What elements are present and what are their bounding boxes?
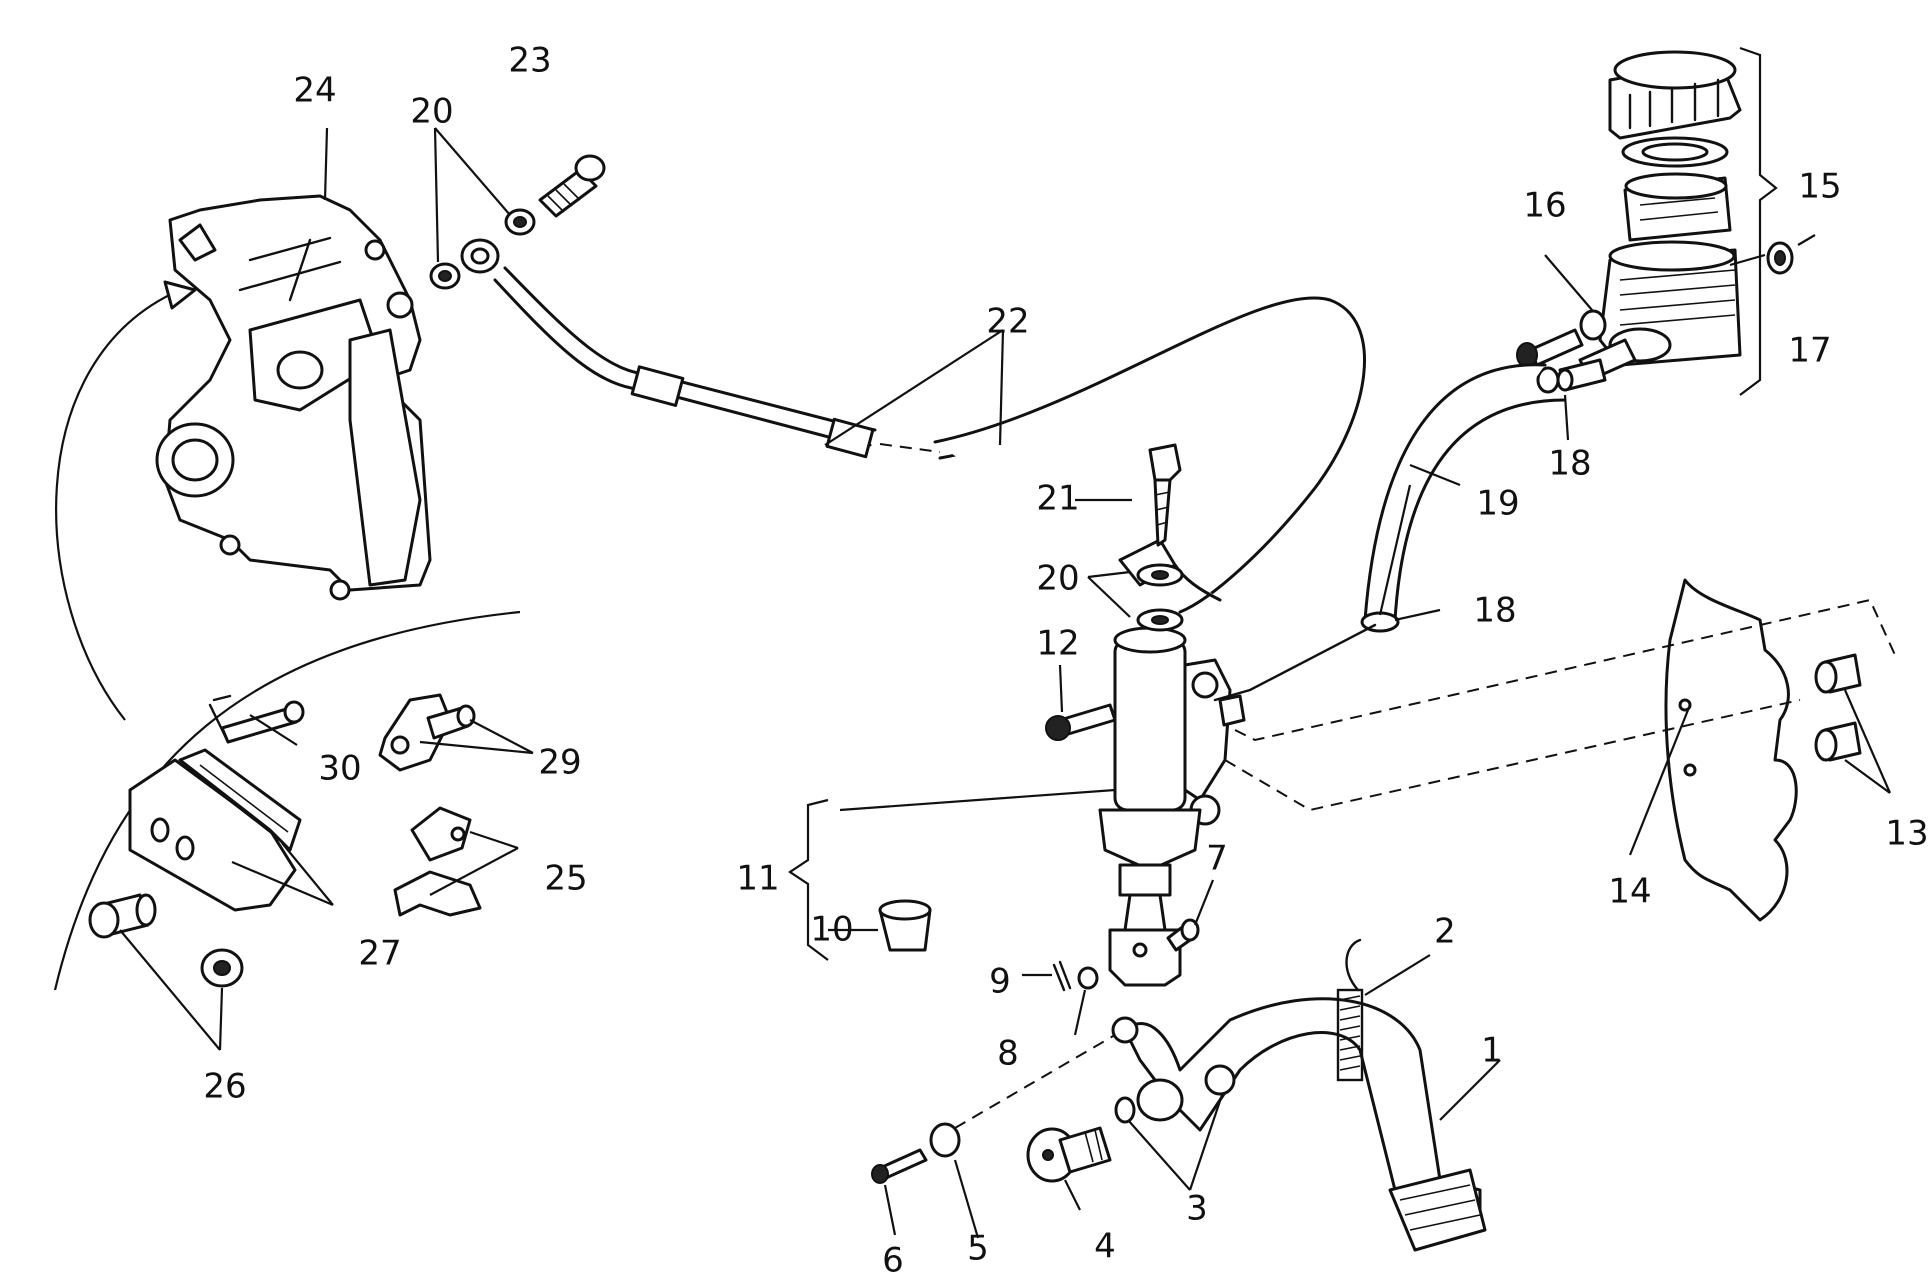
brake-pedal-1 xyxy=(1111,997,1487,1252)
mounting-bolt-12 xyxy=(1045,703,1117,741)
leader-lines xyxy=(119,127,1892,1239)
callout-4: 4 xyxy=(1094,1227,1116,1267)
spacers-13 xyxy=(1814,653,1862,762)
heat-shield-14 xyxy=(1664,578,1798,922)
callout-25: 25 xyxy=(544,859,587,899)
callout-12: 12 xyxy=(1036,624,1079,664)
callout-21: 21 xyxy=(1036,479,1079,519)
callout-24: 24 xyxy=(293,71,336,111)
callout-1: 1 xyxy=(1481,1031,1503,1071)
brake-pads-27 xyxy=(128,748,302,912)
callout-7: 7 xyxy=(1206,839,1228,879)
brake-hose-22 xyxy=(493,266,1367,614)
callout-labels: 1 2 3 4 5 6 7 8 9 10 11 12 13 14 15 16 1… xyxy=(203,41,1928,1276)
hose-clamp-18-top xyxy=(1536,358,1607,394)
callout-27: 27 xyxy=(358,934,401,974)
callout-18-top: 18 xyxy=(1548,444,1591,484)
callout-10: 10 xyxy=(810,910,853,950)
brake-caliper-24 xyxy=(155,194,432,601)
callout-18-lower: 18 xyxy=(1473,591,1516,631)
callout-8: 8 xyxy=(997,1034,1019,1074)
callout-23: 23 xyxy=(508,41,551,81)
grommet-17 xyxy=(1766,241,1794,275)
callout-20-lower: 20 xyxy=(1036,559,1079,599)
callout-14: 14 xyxy=(1608,872,1651,912)
reservoir-hose-19 xyxy=(1360,363,1567,633)
pad-pin-30 xyxy=(208,694,305,744)
boot-10 xyxy=(878,899,932,952)
callout-19: 19 xyxy=(1476,484,1519,524)
callout-2: 2 xyxy=(1434,912,1456,952)
screw-16 xyxy=(1516,309,1607,368)
callout-17: 17 xyxy=(1788,331,1831,371)
callout-3: 3 xyxy=(1186,1189,1208,1229)
bracket-15 xyxy=(1739,46,1778,396)
caliper-bolts-26 xyxy=(88,893,244,988)
callout-22: 22 xyxy=(986,302,1029,342)
slide-pin-29 xyxy=(378,693,476,772)
pivot-bolt-4 xyxy=(1026,1126,1112,1183)
callout-30: 30 xyxy=(318,749,361,789)
callout-26: 26 xyxy=(203,1067,246,1107)
callout-11: 11 xyxy=(736,859,779,899)
washer-8 xyxy=(1077,966,1099,990)
callout-9: 9 xyxy=(989,962,1011,1002)
pad-spring-25 xyxy=(393,806,482,917)
clevis-pin-7 xyxy=(1166,918,1200,952)
pivot-washers-3 xyxy=(1114,1096,1136,1124)
callout-29: 29 xyxy=(538,743,581,783)
crush-washers-20-top xyxy=(429,208,536,290)
return-spring-2 xyxy=(1336,938,1364,1082)
crush-washers-20-lower xyxy=(1136,563,1184,632)
banjo-bolt-21 xyxy=(1148,443,1182,547)
banjo-bolt-23 xyxy=(538,154,606,218)
callout-6: 6 xyxy=(882,1241,904,1276)
bracket-11 xyxy=(788,798,829,961)
cotter-pin-9 xyxy=(1052,960,1072,992)
callout-20-top: 20 xyxy=(410,92,453,132)
callout-16: 16 xyxy=(1523,186,1566,226)
callout-13: 13 xyxy=(1885,814,1928,854)
master-cylinder-11 xyxy=(1098,626,1246,987)
callout-5: 5 xyxy=(967,1229,989,1269)
screw-6 xyxy=(871,1148,928,1184)
callout-15: 15 xyxy=(1798,167,1841,207)
washer-5 xyxy=(929,1122,961,1158)
